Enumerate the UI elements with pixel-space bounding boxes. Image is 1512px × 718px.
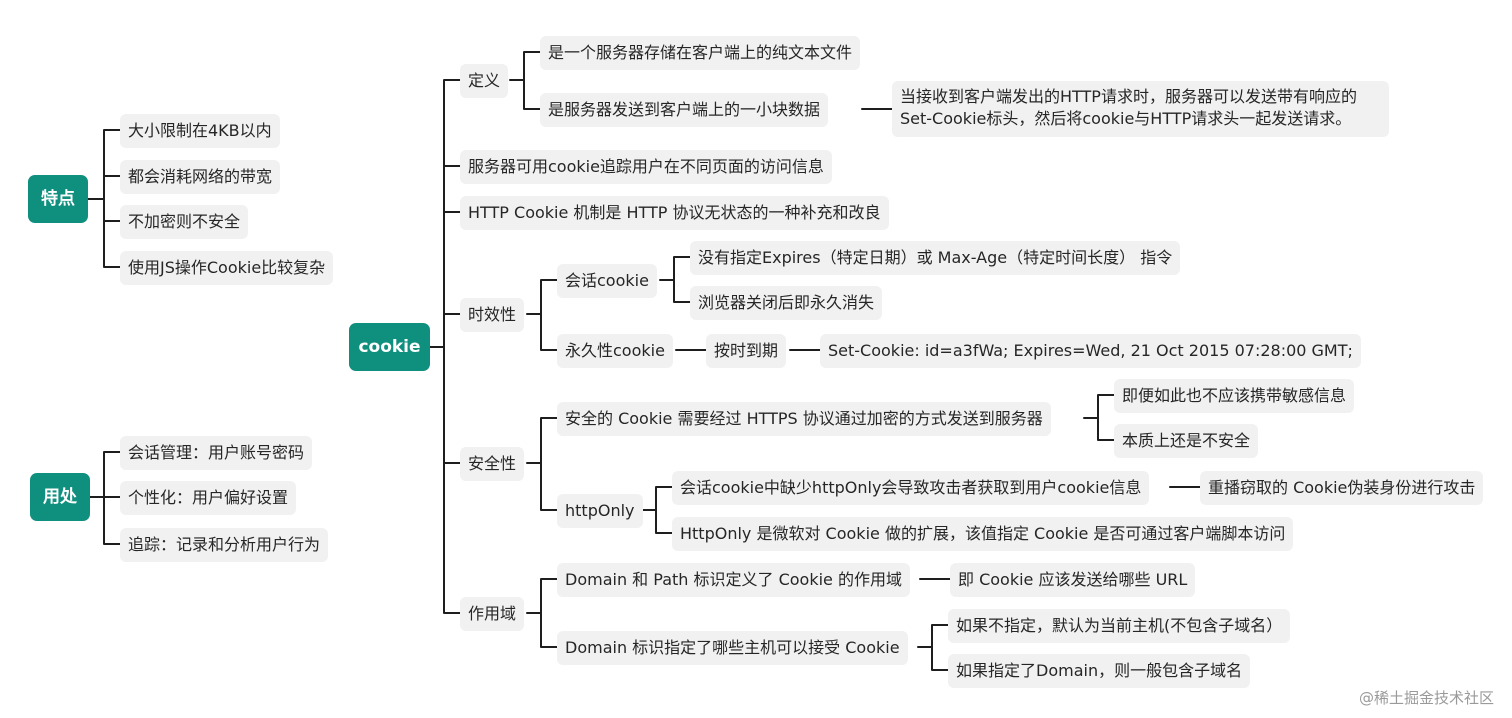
httponly-item-1-detail[interactable]: 重播窃取的 Cookie伪装身份进行攻击 — [1200, 471, 1484, 505]
watermark-text: @稀土掘金技术社区 — [1358, 689, 1494, 707]
uses-item-1[interactable]: 会话管理：用户账号密码 — [120, 436, 313, 470]
httponly-item-2[interactable]: HttpOnly 是微软对 Cookie 做的扩展，该值指定 Cookie 是否… — [672, 517, 1294, 551]
uses-root-node[interactable]: 用处 — [30, 473, 90, 521]
uses-item-3[interactable]: 追踪：记录和分析用户行为 — [120, 528, 329, 562]
session-item-2[interactable]: 浏览器关闭后即永久消失 — [690, 286, 883, 320]
edge-session — [659, 256, 691, 303]
tracking-node[interactable]: 服务器可用cookie追踪用户在不同页面的访问信息 — [460, 150, 832, 184]
edge-security — [526, 417, 558, 511]
features-item-1[interactable]: 大小限制在4KB以内 — [120, 114, 280, 148]
expire-node[interactable]: 按时到期 — [706, 334, 787, 368]
edge-domain — [917, 624, 949, 671]
timeliness-node[interactable]: 时效性 — [460, 298, 525, 332]
features-item-2[interactable]: 都会消耗网络的带宽 — [120, 160, 281, 194]
edge-timeliness — [526, 279, 558, 351]
security-node[interactable]: 安全性 — [460, 447, 525, 481]
domain-path-node[interactable]: Domain 和 Path 标识定义了 Cookie 的作用域 — [557, 563, 910, 597]
edge-httponly — [641, 486, 1201, 534]
edge-definition — [509, 51, 893, 110]
domain-item-1[interactable]: 如果不指定，默认为当前主机(不包含子域名） — [948, 609, 1291, 643]
httponly-node[interactable]: httpOnly — [557, 494, 643, 528]
scope-node[interactable]: 作用域 — [460, 597, 525, 631]
domain-path-detail[interactable]: 即 Cookie 应该发送给哪些 URL — [950, 563, 1196, 597]
edge-uses — [89, 451, 121, 545]
definition-item-2-detail[interactable]: 当接收到客户端发出的HTTP请求时，服务器可以发送带有响应的Set-Cookie… — [892, 81, 1389, 137]
edge-https — [1083, 394, 1115, 441]
definition-node[interactable]: 定义 — [460, 64, 509, 98]
features-item-3[interactable]: 不加密则不安全 — [120, 205, 249, 239]
uses-item-2[interactable]: 个性化：用户偏好设置 — [120, 481, 297, 515]
definition-item-1[interactable]: 是一个服务器存储在客户端上的纯文本文件 — [540, 36, 861, 70]
session-item-1[interactable]: 没有指定Expires（特定日期）或 Max-Age（特定时间长度） 指令 — [690, 241, 1181, 275]
features-item-4[interactable]: 使用JS操作Cookie比较复杂 — [120, 251, 334, 285]
definition-item-2[interactable]: 是服务器发送到客户端上的一小块数据 — [540, 93, 829, 127]
set-cookie-example[interactable]: Set-Cookie: id=a3fWa; Expires=Wed, 21 Oc… — [820, 334, 1361, 368]
edge-features — [87, 129, 121, 268]
stateless-node[interactable]: HTTP Cookie 机制是 HTTP 协议无状态的一种补充和改良 — [460, 196, 889, 230]
domain-node[interactable]: Domain 标识指定了哪些主机可以接受 Cookie — [557, 631, 908, 665]
edge-cookie — [429, 79, 461, 614]
domain-item-2[interactable]: 如果指定了Domain，则一般包含子域名 — [948, 654, 1251, 688]
cookie-root-node[interactable]: cookie — [349, 323, 430, 371]
https-item-1[interactable]: 即便如此也不应该携带敏感信息 — [1114, 379, 1355, 413]
httponly-item-1[interactable]: 会话cookie中缺少httpOnly会导致攻击者获取到用户cookie信息 — [672, 471, 1150, 505]
https-item-2[interactable]: 本质上还是不安全 — [1114, 424, 1259, 458]
session-cookie-node[interactable]: 会话cookie — [557, 264, 657, 298]
https-node[interactable]: 安全的 Cookie 需要经过 HTTPS 协议通过加密的方式发送到服务器 — [557, 402, 1051, 436]
edge-scope — [526, 578, 951, 648]
persistent-cookie-node[interactable]: 永久性cookie — [557, 334, 673, 368]
features-root-node[interactable]: 特点 — [28, 175, 88, 223]
